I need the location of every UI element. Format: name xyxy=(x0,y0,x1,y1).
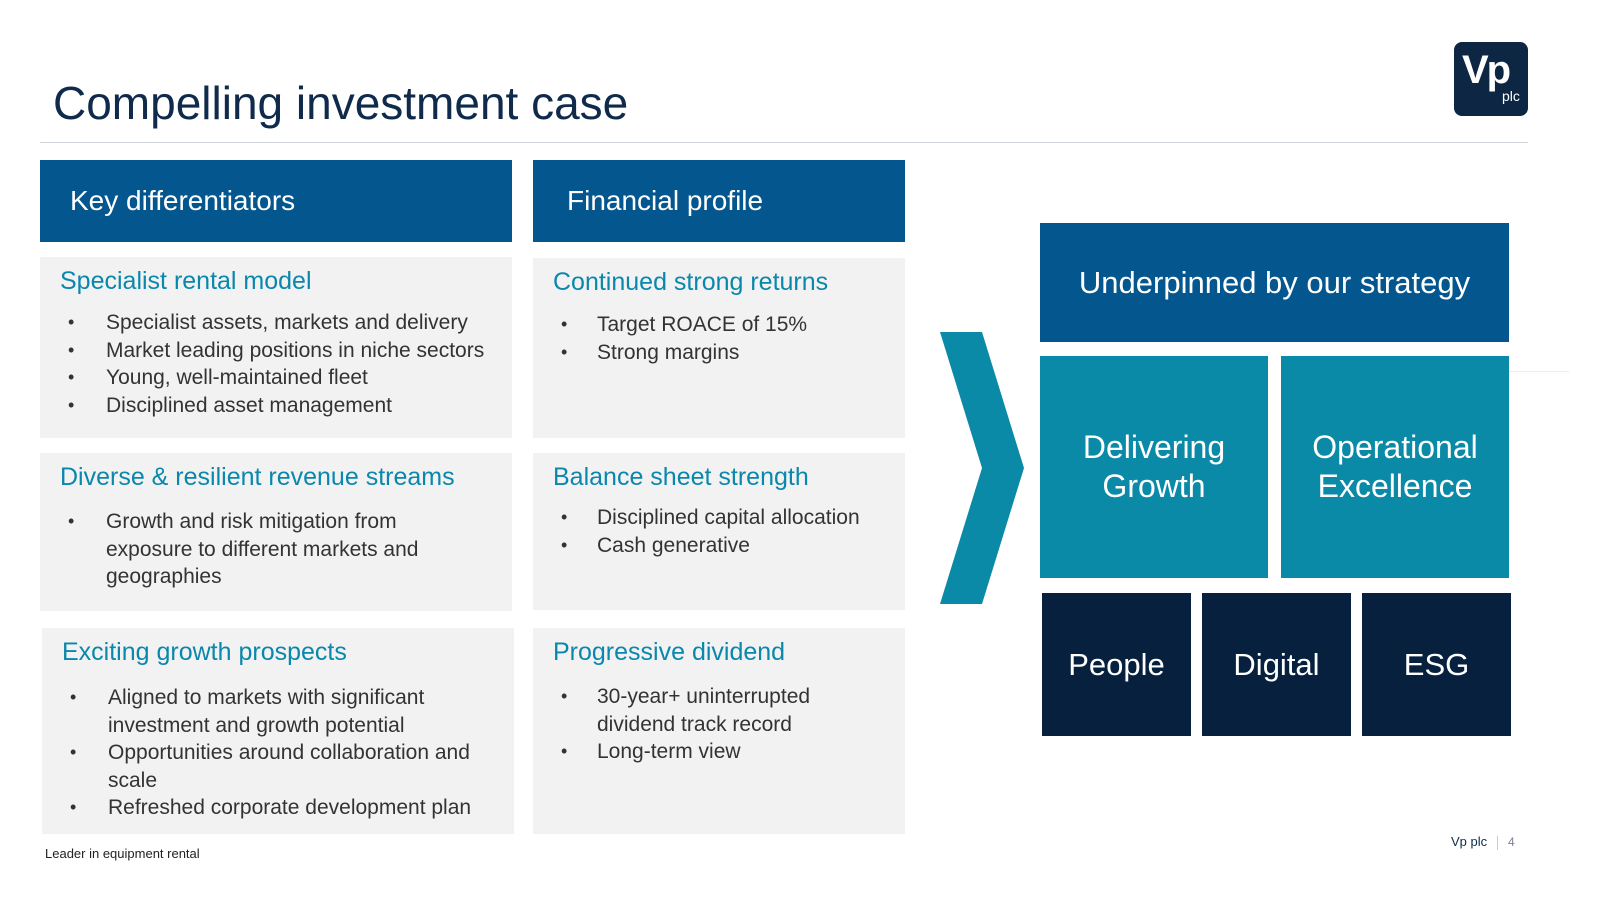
pillar-label: Operational Excellence xyxy=(1312,429,1478,504)
financial-box-1: Continued strong returns Target ROACE of… xyxy=(533,258,905,438)
bullet-list: Specialist assets, markets and delivery … xyxy=(68,309,484,419)
financial-box-2: Balance sheet strength Disciplined capit… xyxy=(533,453,905,610)
pillar-delivering-growth: Delivering Growth xyxy=(1040,356,1268,578)
box-heading: Specialist rental model xyxy=(60,267,312,295)
bullet-list: 30-year+ uninterrupted dividend track re… xyxy=(561,683,841,766)
differentiator-box-1: Specialist rental model Specialist asset… xyxy=(40,257,512,438)
footer-divider xyxy=(1497,836,1498,850)
footer-company: Vp plc xyxy=(1451,834,1488,849)
box-heading: Balance sheet strength xyxy=(553,463,809,491)
list-item: Aligned to markets with significant inve… xyxy=(70,684,490,739)
bullet-list: Aligned to markets with significant inve… xyxy=(70,684,490,822)
box-heading: Progressive dividend xyxy=(553,638,786,666)
strategy-header: Underpinned by our strategy xyxy=(1040,223,1509,342)
list-item: Market leading positions in niche sector… xyxy=(68,337,484,365)
pillar-label: Delivering Growth xyxy=(1082,429,1226,504)
footer-tagline: Leader in equipment rental xyxy=(45,846,200,861)
chevron-arrow-icon xyxy=(940,332,1024,604)
financial-profile-header: Financial profile xyxy=(533,160,905,242)
list-item: 30-year+ uninterrupted dividend track re… xyxy=(561,683,841,738)
list-item: Strong margins xyxy=(561,339,807,367)
bullet-list: Disciplined capital allocation Cash gene… xyxy=(561,504,860,559)
logo-sub-text: plc xyxy=(1502,88,1520,104)
differentiator-box-2: Diverse & resilient revenue streams Grow… xyxy=(40,453,512,611)
bullet-list: Target ROACE of 15% Strong margins xyxy=(561,311,807,366)
list-item: Young, well-maintained fleet xyxy=(68,364,484,392)
list-item: Disciplined capital allocation xyxy=(561,504,860,532)
box-heading: Continued strong returns xyxy=(553,268,829,296)
enabler-esg: ESG xyxy=(1362,593,1511,736)
page-number: 4 xyxy=(1508,835,1515,849)
list-item: Specialist assets, markets and delivery xyxy=(68,309,484,337)
list-item: Refreshed corporate development plan xyxy=(70,794,490,822)
bullet-list: Growth and risk mitigation from exposure… xyxy=(68,508,468,591)
logo-main-text: Vp xyxy=(1462,48,1511,92)
list-item: Long-term view xyxy=(561,738,841,766)
list-item: Target ROACE of 15% xyxy=(561,311,807,339)
list-item: Growth and risk mitigation from exposure… xyxy=(68,508,468,591)
vp-plc-logo: Vp plc xyxy=(1454,42,1528,116)
page-title: Compelling investment case xyxy=(53,77,629,129)
financial-box-3: Progressive dividend 30-year+ uninterrup… xyxy=(533,628,905,834)
list-item: Opportunities around collaboration and s… xyxy=(70,739,490,794)
box-heading: Diverse & resilient revenue streams xyxy=(60,463,455,491)
title-divider xyxy=(40,142,1528,143)
box-heading: Exciting growth prospects xyxy=(62,638,347,666)
list-item: Cash generative xyxy=(561,532,860,560)
key-differentiators-header: Key differentiators xyxy=(40,160,512,242)
decorative-line xyxy=(1509,371,1569,372)
differentiator-box-3: Exciting growth prospects Aligned to mar… xyxy=(42,628,514,834)
pillar-operational-excellence: Operational Excellence xyxy=(1281,356,1509,578)
list-item: Disciplined asset management xyxy=(68,392,484,420)
enabler-people: People xyxy=(1042,593,1191,736)
enabler-digital: Digital xyxy=(1202,593,1351,736)
